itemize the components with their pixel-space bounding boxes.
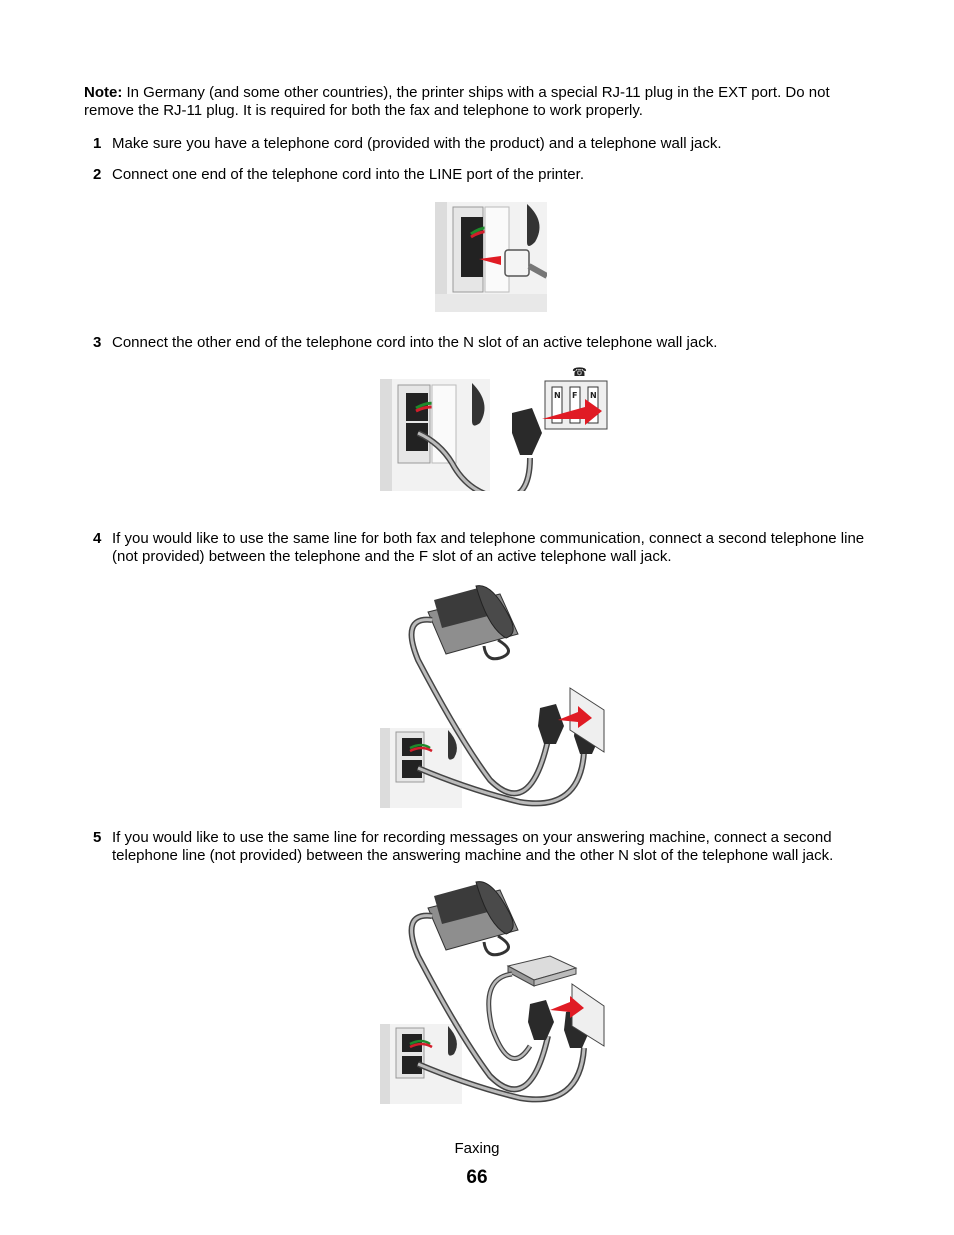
step-number: 5 xyxy=(93,829,102,846)
note-label: Note: xyxy=(84,84,123,101)
step-number: 1 xyxy=(93,135,102,152)
page-number: 66 xyxy=(466,1167,488,1188)
step-number: 3 xyxy=(93,334,102,351)
step-text: If you would like to use the same line f… xyxy=(112,530,865,565)
figure-answering-machine xyxy=(380,878,610,1106)
step-number: 2 xyxy=(93,166,102,183)
wall-jack-phone-glyph: ☎ xyxy=(572,365,587,379)
figure-line-port xyxy=(435,202,547,312)
step-number: 4 xyxy=(93,530,102,547)
step-text: If you would like to use the same line f… xyxy=(112,829,834,864)
figure-telephone-f-slot xyxy=(380,580,610,810)
step-text: Connect one end of the telephone cord in… xyxy=(112,166,584,183)
footer-section-label: Faxing xyxy=(454,1140,500,1157)
figure-wall-jack-n: ☎ N F N xyxy=(380,363,610,491)
step-text: Connect the other end of the telephone c… xyxy=(112,334,718,351)
wall-jack-letter: N xyxy=(590,391,597,400)
note-paragraph: Note: In Germany (and some other countri… xyxy=(84,84,874,120)
wall-jack-letter: F xyxy=(572,391,577,400)
note-text: In Germany (and some other countries), t… xyxy=(84,84,830,119)
wall-jack-letter: N xyxy=(554,391,561,400)
step-text: Make sure you have a telephone cord (pro… xyxy=(112,135,722,152)
